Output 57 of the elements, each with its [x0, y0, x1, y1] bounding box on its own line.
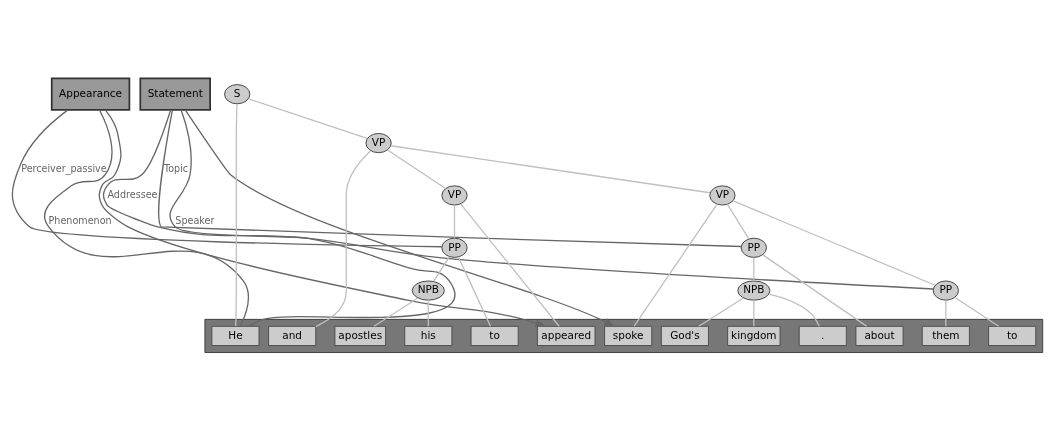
connector — [247, 97, 368, 139]
node-box: God's — [660, 325, 709, 346]
node-box: spoke — [604, 325, 653, 346]
connector — [753, 256, 755, 282]
node-ellipse: PP — [441, 237, 468, 258]
connector — [768, 292, 820, 327]
connector — [11, 108, 443, 247]
edge-label: Speaker — [175, 214, 215, 226]
connector — [169, 108, 456, 327]
edge-label: Phenomenon — [48, 214, 112, 226]
connector — [315, 149, 372, 327]
connector — [698, 296, 745, 327]
arrow — [184, 109, 616, 327]
node-box: He — [211, 325, 260, 346]
connector — [460, 203, 560, 327]
node-ellipse: NPB — [411, 280, 445, 301]
node-box: apostles — [334, 325, 386, 346]
node-ellipse: VP — [709, 184, 736, 205]
connector — [954, 296, 1000, 327]
node-ellipse: VP — [441, 184, 468, 205]
connector — [732, 199, 936, 286]
node-ellipse: PP — [740, 237, 767, 258]
connector — [386, 148, 447, 189]
node-box: and — [268, 325, 317, 346]
edge-label: Perceiver_passive — [21, 162, 107, 174]
connector — [427, 299, 429, 327]
node-box: kingdom — [727, 325, 781, 346]
node-ellipse: PP — [932, 280, 959, 301]
node-box: to — [988, 325, 1037, 346]
node-ellipse: NPB — [737, 280, 771, 301]
node-box: Appearance — [50, 77, 131, 111]
connector — [457, 255, 492, 327]
connector — [43, 108, 249, 327]
connector — [453, 203, 456, 239]
node-ellipse: VP — [365, 132, 392, 153]
node-ellipse: S — [224, 83, 251, 104]
connector — [432, 255, 450, 282]
connector — [390, 144, 711, 193]
node-box: appeared — [536, 325, 596, 346]
connector — [726, 203, 750, 239]
connector — [235, 102, 238, 327]
connector — [158, 108, 742, 247]
node-box: about — [855, 325, 904, 346]
node-box: . — [798, 325, 847, 346]
connector — [762, 253, 868, 327]
edge-label: Topic — [164, 162, 189, 174]
node-box: to — [470, 325, 519, 346]
node-box: them — [921, 325, 970, 346]
connector — [633, 203, 718, 327]
edge-label: Addressee — [107, 188, 158, 200]
connector — [102, 109, 934, 290]
node-box: his — [404, 325, 453, 346]
node-box: Statement — [139, 77, 211, 111]
connector — [753, 299, 755, 327]
connector — [373, 296, 419, 327]
connector — [945, 299, 947, 327]
arrow — [98, 108, 547, 327]
